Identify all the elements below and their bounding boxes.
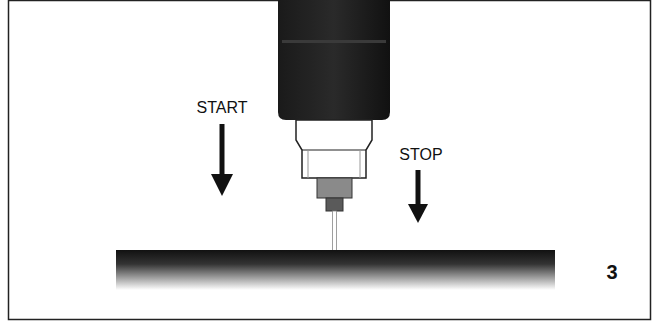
start-arrow (220, 124, 225, 176)
needle-hub (317, 178, 352, 198)
needle-base (326, 198, 343, 211)
frame (9, 1, 651, 320)
stop-label: STOP (399, 147, 442, 163)
start-label: START (197, 100, 248, 116)
needle (333, 211, 337, 251)
start-arrowhead (211, 174, 233, 196)
body-band (282, 40, 386, 43)
substrate (116, 250, 555, 290)
callout-number: 3 (606, 262, 617, 282)
stop-arrow (416, 170, 421, 206)
stop-arrowhead (408, 204, 428, 223)
dispenser-body (278, 0, 390, 120)
nozzle-collar (296, 120, 372, 178)
